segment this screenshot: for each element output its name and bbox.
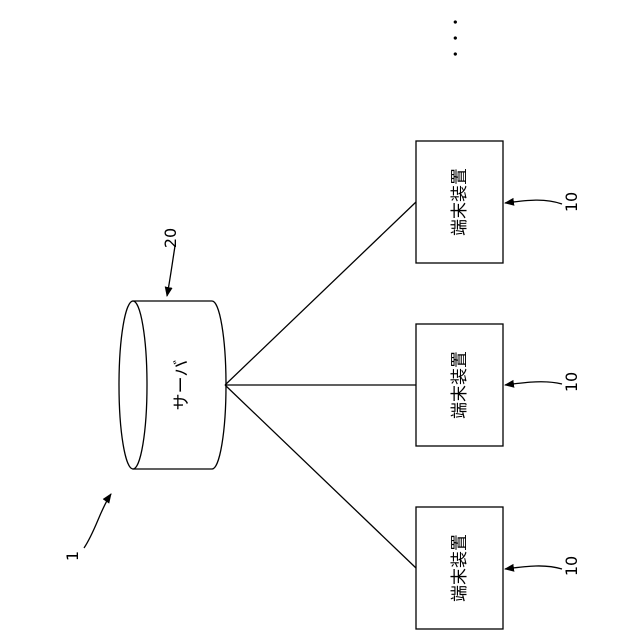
link-line-bottom [225, 385, 416, 568]
terminal-ref-leader-3 [505, 566, 562, 569]
server-label: サーバ [172, 360, 192, 411]
terminal-label-2: 端末装置 [450, 351, 470, 419]
system-ref-leader [84, 494, 111, 548]
terminal-label-1: 端末装置 [450, 168, 470, 236]
terminal-label-3: 端末装置 [450, 534, 470, 602]
system-ref-label: 1 [63, 551, 82, 561]
server-ref-leader [167, 246, 175, 296]
terminal-ref-label-2: 10 [562, 372, 581, 392]
terminal-ref-leader-1 [505, 200, 562, 204]
link-line-top [225, 202, 416, 385]
ellipsis-text: ・・・ [447, 14, 466, 62]
server-ref-label: 20 [161, 228, 180, 248]
terminal-ref-label-1: 10 [562, 192, 581, 212]
terminal-ref-leader-2 [505, 382, 562, 385]
terminal-ref-label-3: 10 [562, 556, 581, 576]
